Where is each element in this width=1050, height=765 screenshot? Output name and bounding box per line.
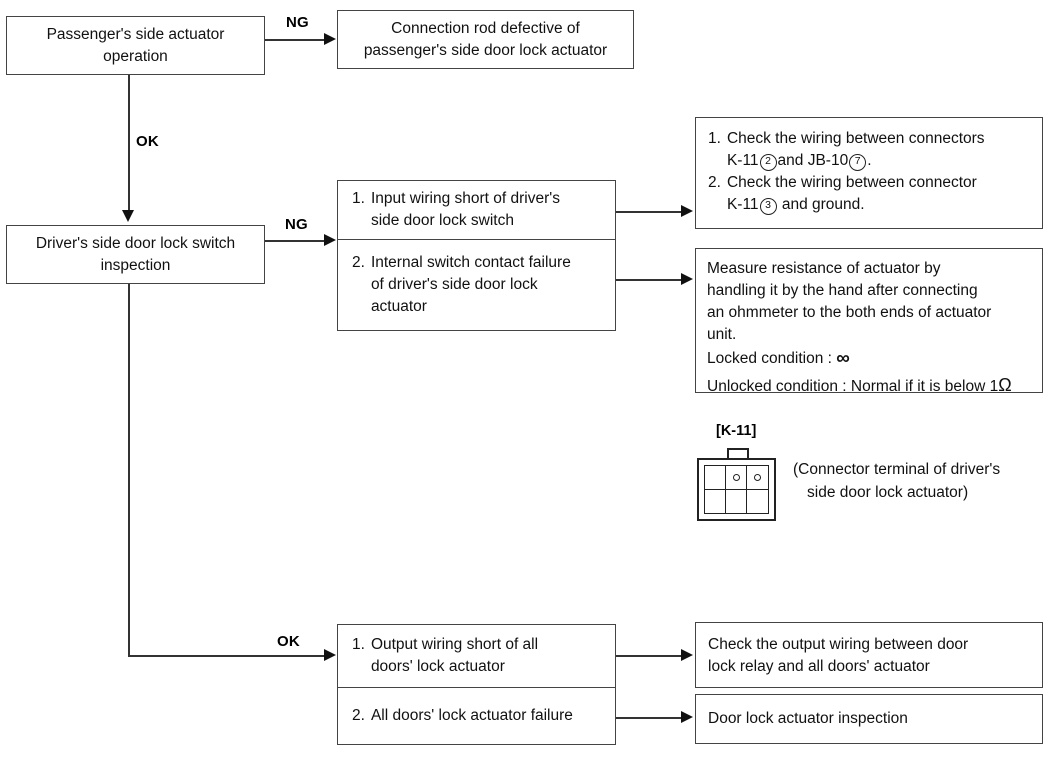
node-fault-1-line1: Input wiring short of driver's: [370, 190, 560, 207]
node-check-wiring-item1-line1: Check the wiring between connectors: [726, 130, 985, 147]
node-connection-rod-line1: Connection rod defective of: [391, 19, 580, 37]
node-output-fault-2[interactable]: 2. All doors' lock actuator failure: [338, 687, 615, 743]
node-fault-2[interactable]: 2. Internal switch contact failure of dr…: [338, 239, 615, 329]
connector-terminal-grid: [704, 465, 769, 514]
edge-arrow-ng-top: [324, 33, 336, 45]
node-measure-line2: handling it by the hand after connecting: [707, 282, 978, 299]
node-measure-line1: Measure resistance of actuator by: [707, 260, 941, 277]
node-fault-1-number: 1.: [352, 190, 365, 207]
connector-cell-2: [726, 466, 747, 490]
edge-line-ok-top: [128, 75, 130, 213]
circled-number-7-icon: 7: [849, 154, 867, 171]
node-driver-switch-line2: inspection: [100, 256, 171, 274]
node-door-lock-inspection-line1: Door lock actuator inspection: [708, 710, 908, 727]
edge-arrow-fault2-to-measure: [681, 273, 693, 285]
circled-number-3-icon: 3: [759, 198, 777, 215]
connector-cell-4: [705, 489, 726, 513]
node-check-wiring-item1-line2-pre: K-11: [726, 152, 759, 169]
edge-line-output1-to-check: [616, 655, 682, 657]
node-fault-2-number: 2.: [352, 253, 365, 271]
edge-arrow-ng-middle: [324, 234, 336, 246]
ohm-symbol-icon: Ω: [998, 374, 1012, 395]
edge-label-ng-top: NG: [286, 14, 309, 31]
node-check-wiring[interactable]: 1. Check the wiring between connectors K…: [695, 117, 1043, 229]
node-passenger-actuator-line2: operation: [103, 47, 168, 65]
edge-line-fault2-to-measure: [616, 279, 682, 281]
node-check-wiring-item2-line1: Check the wiring between connector: [726, 174, 977, 191]
edge-arrow-fault1-to-check-wiring: [681, 205, 693, 217]
node-fault-1[interactable]: 1. Input wiring short of driver's side d…: [338, 181, 615, 239]
connector-cell-6: [747, 490, 768, 514]
edge-line-ok-bottom-horizontal: [128, 655, 325, 657]
edge-arrow-ok-bottom: [324, 649, 336, 661]
connector-cell-1: [705, 466, 726, 490]
edge-arrow-ok-top: [122, 210, 134, 222]
edge-line-output2-to-inspection: [616, 717, 682, 719]
node-check-wiring-item2-line2-post: and ground.: [777, 196, 865, 213]
node-check-wiring-item2-number: 2.: [708, 174, 721, 191]
connector-cell-3: [747, 466, 768, 490]
connector-pin-icon: [732, 473, 740, 481]
node-output-fault-1-line2: doors' lock actuator: [370, 658, 505, 675]
node-check-output-wiring[interactable]: Check the output wiring between door loc…: [695, 622, 1043, 688]
connector-cell-5: [726, 489, 747, 513]
node-output-fault-list[interactable]: 1. Output wiring short of all doors' loc…: [337, 624, 616, 745]
node-fault-2-line3: actuator: [370, 297, 427, 315]
node-connection-rod-defective[interactable]: Connection rod defective of passenger's …: [337, 10, 634, 69]
node-driver-switch-line1: Driver's side door lock switch: [35, 234, 236, 252]
connector-caption-line1: (Connector terminal of driver's: [793, 461, 1001, 478]
node-driver-fault-list[interactable]: 1. Input wiring short of driver's side d…: [337, 180, 616, 331]
node-passenger-actuator-operation[interactable]: Passenger's side actuator operation: [6, 16, 265, 75]
node-check-output-wiring-line2: lock relay and all doors' actuator: [708, 658, 930, 675]
node-fault-2-line2: of driver's side door lock: [370, 275, 538, 293]
locked-condition-label: Locked condition :: [707, 350, 832, 367]
node-check-wiring-item1-number: 1.: [708, 130, 721, 147]
node-fault-2-line1: Internal switch contact failure: [370, 253, 571, 271]
node-output-fault-2-number: 2.: [352, 706, 365, 724]
connector-pin-icon: [754, 473, 761, 481]
node-output-fault-1-line1: Output wiring short of all: [370, 636, 539, 653]
node-check-wiring-item1-line2-mid: and JB-10: [777, 152, 849, 169]
edge-line-ng-middle: [265, 240, 325, 242]
unlocked-condition-label: Unlocked condition : Normal if it is bel…: [707, 377, 999, 395]
infinity-icon: ∞: [836, 348, 850, 369]
connector-title-label: [K-11]: [716, 423, 757, 439]
node-door-lock-actuator-inspection[interactable]: Door lock actuator inspection: [695, 694, 1043, 744]
node-connection-rod-line2: passenger's side door lock actuator: [363, 41, 608, 59]
node-measure-line4: unit.: [707, 326, 737, 343]
connector-caption: (Connector terminal of driver's side doo…: [793, 458, 1043, 505]
node-check-output-wiring-line1: Check the output wiring between door: [708, 636, 969, 653]
connector-latch-tab-icon: [727, 448, 749, 459]
edge-line-fault1-to-check-wiring: [616, 211, 682, 213]
connector-body-outline: [697, 458, 776, 521]
node-passenger-actuator-line1: Passenger's side actuator: [46, 25, 225, 43]
connector-caption-line2: side door lock actuator): [807, 484, 969, 502]
node-driver-switch-inspection[interactable]: Driver's side door lock switch inspectio…: [6, 225, 265, 284]
edge-label-ok-bottom: OK: [277, 633, 300, 650]
edge-line-ng-top: [265, 39, 325, 41]
node-measure-resistance[interactable]: Measure resistance of actuator by handli…: [695, 248, 1043, 395]
node-measure-line3: an ohmmeter to the both ends of actuator: [707, 304, 992, 321]
edge-label-ng-middle: NG: [285, 216, 308, 233]
edge-arrow-output2-to-inspection: [681, 711, 693, 723]
node-check-wiring-item1-line2-post: .: [867, 152, 872, 169]
node-output-fault-1-number: 1.: [352, 636, 365, 653]
node-output-fault-2-line1: All doors' lock actuator failure: [370, 706, 573, 724]
edge-line-ok-bottom-vertical: [128, 284, 130, 656]
edge-arrow-output1-to-check: [681, 649, 693, 661]
edge-label-ok-top: OK: [136, 133, 159, 150]
node-output-fault-1[interactable]: 1. Output wiring short of all doors' loc…: [338, 625, 615, 687]
node-check-wiring-item2-line2-pre: K-11: [726, 196, 759, 213]
node-measure-locked-condition: Locked condition : ∞: [707, 346, 1031, 373]
node-measure-unlocked-condition: Unlocked condition : Normal if it is bel…: [707, 373, 1031, 399]
circled-number-2-icon: 2: [759, 154, 777, 171]
node-fault-1-line2: side door lock switch: [370, 212, 514, 229]
